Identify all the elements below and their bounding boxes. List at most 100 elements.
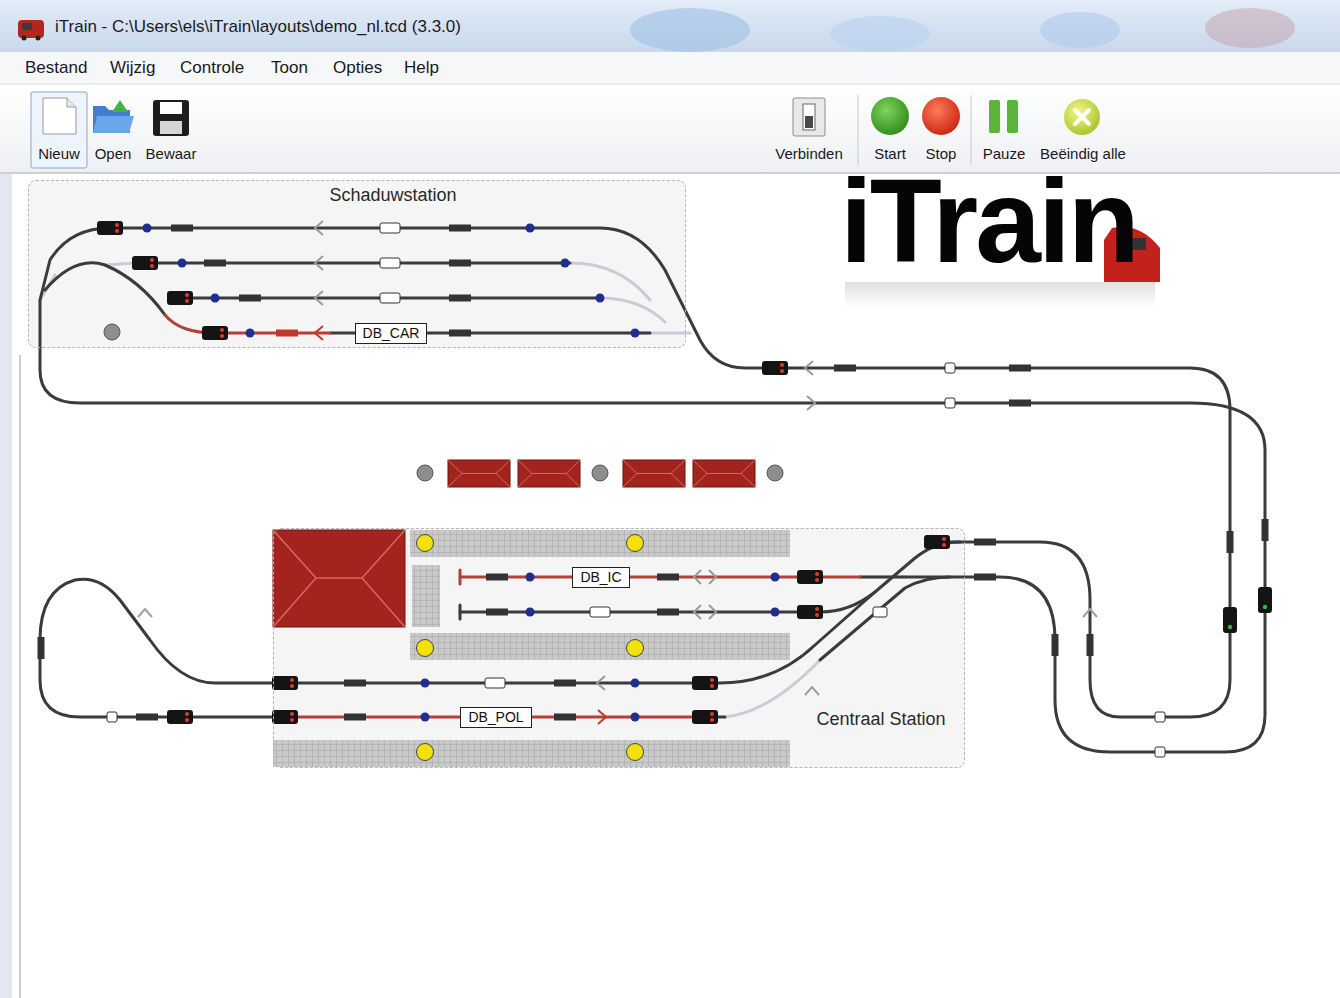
inactive-turnout: [105, 263, 135, 265]
track: [40, 579, 280, 717]
house-symbol: [693, 460, 755, 487]
signal-symbol: [710, 684, 714, 688]
menu-item: Toon: [271, 58, 308, 78]
station-region: SchaduwstationDB_CAR: [28, 180, 686, 348]
signal-symbol: [1258, 587, 1272, 613]
stop-icon: [922, 97, 960, 135]
signal-symbol: [272, 676, 298, 690]
station-name: Centraal Station: [816, 709, 945, 730]
signal-symbol: [185, 293, 189, 297]
stop-marker: [421, 713, 430, 722]
signal-symbol: [167, 710, 193, 724]
signal-symbol: [1223, 607, 1237, 633]
track-section: [657, 609, 679, 616]
title-bar: [1040, 12, 1120, 48]
toolbar-label: Verbinden: [775, 145, 843, 162]
stop-marker: [178, 259, 187, 268]
new-icon: [31, 92, 87, 168]
signal-symbol: [272, 710, 298, 724]
signal-symbol: [272, 676, 298, 690]
inactive-turnout: [570, 263, 650, 300]
signal-symbol: [150, 258, 154, 262]
track-section: [38, 637, 45, 659]
pause-icon: [989, 100, 1000, 133]
signal-symbol: [924, 535, 950, 549]
station-region: Centraal StationDB_ICDB_POL: [273, 528, 965, 768]
signal-symbol: [797, 570, 823, 584]
direction-arrow: [805, 687, 819, 695]
track-section: [974, 574, 996, 581]
stop-marker: [211, 294, 220, 303]
menu-item: Opties: [333, 58, 382, 78]
signal-symbol: [290, 684, 294, 688]
menu-item: Help: [404, 58, 439, 78]
window-title: iTrain - C:\Users\els\iTrain\layouts\dem…: [55, 17, 461, 37]
scenery: [273, 740, 790, 767]
track: [135, 262, 570, 265]
menu-item: Bestand: [25, 58, 87, 78]
stop-marker: [526, 224, 535, 233]
track-section: [974, 539, 996, 546]
signal-symbol: [97, 221, 123, 235]
signal-symbol: [167, 291, 193, 305]
house-symbol: [448, 460, 510, 487]
new-icon: [31, 92, 87, 168]
toolbar: [858, 95, 859, 165]
stop-marker: [526, 608, 535, 617]
station-grounds: [28, 180, 965, 768]
signal-symbol: [185, 299, 189, 303]
signal-symbol: [115, 223, 119, 227]
signal-symbol: [272, 710, 298, 724]
new-icon: [67, 98, 76, 107]
signal-symbol: [1223, 607, 1237, 633]
toolbar: [0, 85, 1340, 173]
track-section: [486, 609, 508, 616]
occupied-section: [276, 330, 298, 337]
station-building: [273, 530, 405, 627]
direction-arrow: [138, 609, 152, 617]
stop-marker: [246, 329, 255, 338]
stop-marker: [143, 224, 152, 233]
connect-icon: [793, 98, 825, 136]
direction-arrow: [1083, 609, 1097, 617]
track: [40, 228, 1265, 752]
toolbar-label: Open: [95, 145, 132, 162]
toolbar: [0, 85, 1340, 173]
open-icon: [93, 100, 134, 133]
open-icon: [93, 116, 134, 133]
house-symbol: [518, 460, 580, 487]
title-bar: [630, 8, 750, 52]
feedback-sensor: [380, 223, 400, 233]
end-all-icon: [1075, 110, 1089, 124]
platform-lamp: [417, 535, 434, 552]
signal-symbol: [942, 537, 946, 541]
signal-symbol: [1263, 605, 1267, 609]
track: [460, 542, 960, 612]
app-icon: [18, 20, 44, 41]
menu-item: Wijzig: [110, 58, 155, 78]
signal-symbol: [710, 678, 714, 682]
train-label: DB_IC: [572, 567, 629, 588]
toolbar: [971, 95, 972, 165]
signal-symbol: [132, 256, 158, 270]
end-all-icon: [1064, 99, 1100, 135]
signal-symbol: [220, 328, 224, 332]
house-symbol: [518, 460, 580, 487]
signal-symbol: [780, 369, 784, 373]
signal-symbol: [132, 256, 158, 270]
house-symbol: [623, 460, 685, 487]
signal-symbol: [115, 229, 119, 233]
feedback-sensor: [485, 678, 505, 688]
scenery: [412, 565, 440, 627]
feedback-sensor: [1155, 712, 1165, 722]
track: [45, 263, 165, 315]
station-grounds: [273, 528, 965, 768]
feedback-sensor: [873, 607, 887, 617]
signal-symbol: [1258, 587, 1272, 613]
signal-symbol: [1228, 625, 1232, 629]
connect-icon: [793, 98, 825, 136]
signal-symbol: [167, 710, 193, 724]
house-symbol: [623, 460, 685, 487]
menu-bar: [0, 52, 1340, 84]
